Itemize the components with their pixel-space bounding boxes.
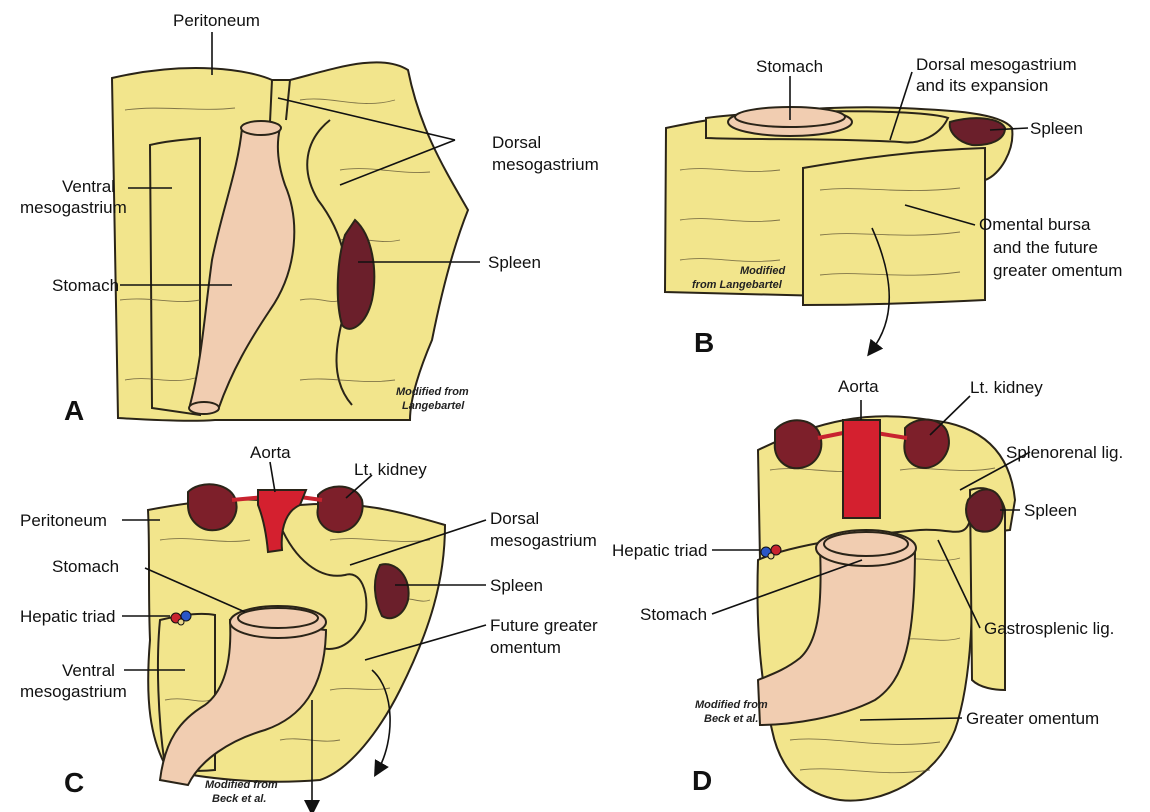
panel-d-letter: D: [692, 765, 712, 796]
panel-b-label-omental-1: Omental bursa: [979, 215, 1091, 234]
panel-a-label-dorsal-mesogastrium-1: Dorsal: [492, 133, 541, 152]
panel-a-credit-2: Langebartel: [402, 400, 465, 412]
panel-a-credit-1: Modified from: [396, 386, 469, 398]
panel-c-label-future-1: Future greater: [490, 616, 598, 635]
panel-c-label-dorsal-2: mesogastrium: [490, 531, 597, 550]
panel-a-label-spleen: Spleen: [488, 253, 541, 272]
panel-b-label-dorsal-1: Dorsal mesogastrium: [916, 55, 1077, 74]
panel-c-stomach-opening-inner: [238, 608, 318, 628]
panel-b-letter: B: [694, 327, 714, 358]
panel-d-kidney-right: [904, 420, 949, 468]
panel-d-credit-1: Modified from: [695, 699, 768, 711]
panel-b-label-dorsal-2: and its expansion: [916, 76, 1048, 95]
panel-a-stomach-top-opening: [241, 121, 281, 135]
panel-b-label-spleen: Spleen: [1030, 119, 1083, 138]
panel-b-credit-1: Modified: [740, 265, 785, 277]
panel-a-label-stomach: Stomach: [52, 276, 119, 295]
panel-a-stomach-bottom-opening: [189, 402, 219, 414]
panel-a: Peritoneum Dorsal mesogastrium Ventral m…: [20, 11, 599, 426]
panel-d-spleen: [966, 489, 1003, 531]
panel-c-credit-2: Beck et al.: [212, 793, 266, 805]
panel-c-credit-1: Modified from: [205, 779, 278, 791]
panel-d-label-splenorenal: Splenorenal lig.: [1006, 443, 1123, 462]
panel-d-aorta: [843, 420, 880, 518]
panel-a-label-peritoneum: Peritoneum: [173, 11, 260, 30]
panel-d-label-lt-kidney: Lt. kidney: [970, 378, 1043, 397]
panel-b-label-omental-2: and the future: [993, 238, 1098, 257]
panel-c-label-stomach: Stomach: [52, 557, 119, 576]
panel-d-credit-2: Beck et al.: [704, 713, 758, 725]
panel-d-stomach-opening-inner: [824, 532, 908, 556]
panel-c-label-dorsal-1: Dorsal: [490, 509, 539, 528]
panel-c-kidney-right: [317, 486, 362, 532]
panel-c: Aorta Lt. kidney Peritoneum Dorsal mesog…: [20, 443, 598, 808]
panel-b-omental-bursa: [803, 148, 985, 305]
panel-b-credit-2: from Langebartel: [692, 279, 783, 291]
panel-a-letter: A: [64, 395, 84, 426]
panel-c-label-ventral-1: Ventral: [62, 661, 115, 680]
panel-c-label-hepatic-triad: Hepatic triad: [20, 607, 115, 626]
panel-b-label-omental-3: greater omentum: [993, 261, 1122, 280]
panel-a-label-ventral-mesogastrium-1: Ventral: [62, 177, 115, 196]
panel-d-kidney-left: [775, 420, 822, 468]
panel-a-ventral-mesogastrium-sheet: [150, 138, 200, 415]
panel-c-leader-aorta: [270, 462, 275, 492]
panel-d: Aorta Lt. kidney Splenorenal lig. Spleen…: [612, 377, 1123, 801]
panel-c-label-peritoneum: Peritoneum: [20, 511, 107, 530]
panel-d-label-spleen: Spleen: [1024, 501, 1077, 520]
panel-d-label-gastrosplenic: Gastrosplenic lig.: [984, 619, 1114, 638]
panel-c-label-lt-kidney: Lt. kidney: [354, 460, 427, 479]
panel-c-label-aorta: Aorta: [250, 443, 291, 462]
panel-a-label-dorsal-mesogastrium-2: mesogastrium: [492, 155, 599, 174]
panel-d-label-hepatic-triad: Hepatic triad: [612, 541, 707, 560]
panel-c-label-spleen: Spleen: [490, 576, 543, 595]
panel-b-label-stomach: Stomach: [756, 57, 823, 76]
panel-c-kidney-left: [188, 484, 236, 530]
panel-b: Stomach Dorsal mesogastrium and its expa…: [665, 55, 1122, 358]
panel-c-label-ventral-2: mesogastrium: [20, 682, 127, 701]
panel-c-letter: C: [64, 767, 84, 798]
panel-d-label-greater-omentum: Greater omentum: [966, 709, 1099, 728]
panel-a-label-ventral-mesogastrium-2: mesogastrium: [20, 198, 127, 217]
panel-d-label-aorta: Aorta: [838, 377, 879, 396]
panel-c-label-future-2: omentum: [490, 638, 561, 657]
panel-d-label-stomach: Stomach: [640, 605, 707, 624]
